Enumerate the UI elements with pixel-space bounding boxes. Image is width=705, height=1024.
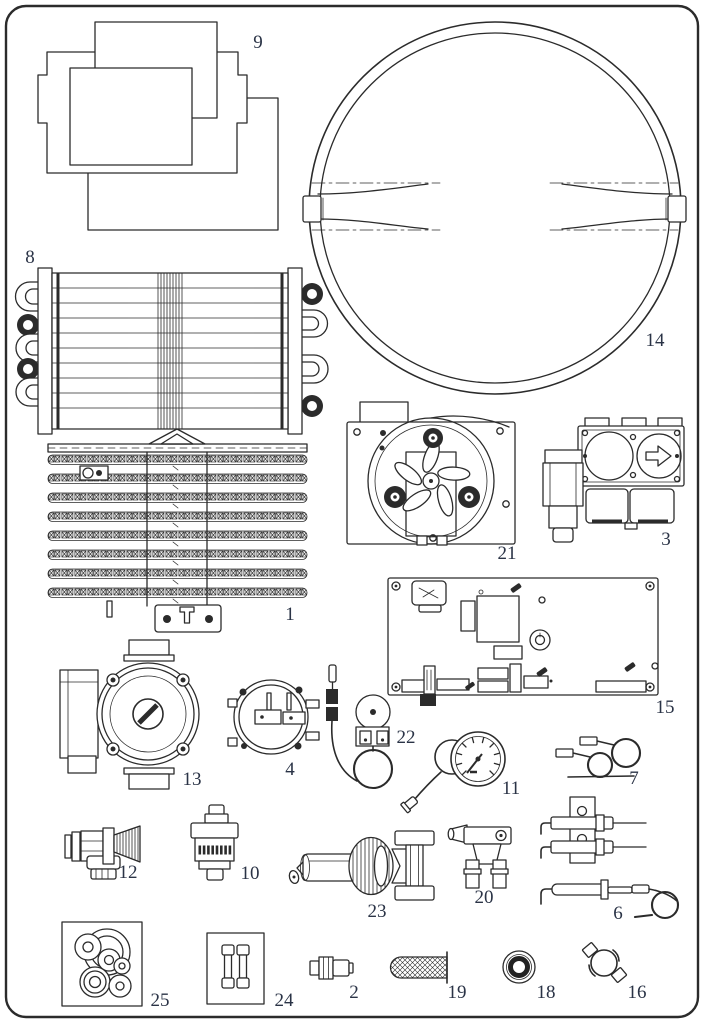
part-21-fan-drawing	[346, 401, 516, 546]
part-label-8: 8	[25, 247, 35, 268]
part-label-7: 7	[629, 768, 639, 789]
part-label-18: 18	[537, 982, 556, 1003]
part-14-seal-ring-drawing	[302, 21, 687, 395]
part-label-23: 23	[368, 901, 387, 922]
part-label-20: 20	[475, 887, 494, 908]
part-label-24: 24	[275, 990, 295, 1011]
part-22-ntc-sensor-drawing	[326, 664, 394, 790]
part-label-15: 15	[656, 697, 675, 718]
part-20-bracket-drawing	[447, 824, 512, 889]
part-label-13: 13	[183, 769, 202, 790]
part-8-heat-exchanger-drawing	[14, 267, 329, 435]
part-16-clip-drawing	[581, 942, 628, 983]
part-7-clip-sensor-drawing	[555, 736, 642, 779]
spark-electrode-pair-drawing	[540, 796, 647, 864]
part-label-21: 21	[498, 543, 517, 564]
part-6-ignition-electrode-drawing	[540, 879, 680, 920]
part-label-9: 9	[253, 32, 263, 53]
part-4-pressure-switch-drawing	[227, 679, 320, 755]
part-24-fuse-set-drawing	[206, 932, 265, 1005]
part-label-4: 4	[285, 759, 295, 780]
part-19-mesh-sleeve-drawing	[389, 951, 448, 984]
part-3-gas-valve-drawing	[542, 417, 685, 543]
part-label-16: 16	[628, 982, 647, 1003]
part-label-19: 19	[448, 982, 467, 1003]
part-25-gasket-set-drawing	[61, 921, 143, 1007]
part-18-oring-drawing	[502, 950, 536, 984]
part-label-11: 11	[502, 778, 520, 799]
part-label-25: 25	[151, 990, 170, 1011]
part-label-1: 1	[285, 604, 295, 625]
part-13-pump-drawing	[59, 639, 200, 790]
part-11-pressure-gauge-drawing	[400, 731, 506, 814]
part-label-12: 12	[119, 862, 138, 883]
part-10-air-vent-drawing	[190, 804, 239, 881]
part-12-relief-valve-drawing	[64, 825, 141, 880]
part-label-3: 3	[661, 529, 671, 550]
part-label-14: 14	[646, 330, 666, 351]
part-15-pcb-drawing	[387, 577, 659, 706]
part-label-10: 10	[241, 863, 260, 884]
part-1-burner-drawing	[47, 428, 308, 633]
part-2-fitting-drawing	[309, 956, 354, 980]
part-label-2: 2	[349, 982, 359, 1003]
part-label-22: 22	[397, 727, 416, 748]
part-label-6: 6	[613, 903, 623, 924]
page-border	[4, 4, 700, 1019]
part-23-diverter-valve-drawing	[288, 830, 435, 901]
part-9-insulation-panels-drawing	[37, 21, 279, 231]
